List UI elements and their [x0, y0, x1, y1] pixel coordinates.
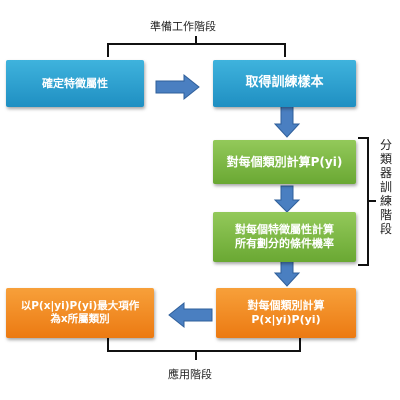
determine-features-text: 確定特徵屬性: [42, 76, 108, 90]
calc-pyi-node: 對每個類別計算P(yi): [213, 140, 356, 184]
prep-phase-label: 準備工作階段: [150, 20, 216, 33]
arrow-right-icon: [155, 73, 200, 101]
arrow-left-icon: [168, 301, 213, 329]
training-phase-bracket: [358, 137, 369, 266]
result-text: 以P(x|yi)P(yi)最大項作 為x所屬類別: [20, 299, 140, 325]
result-node: 以P(x|yi)P(yi)最大項作 為x所屬類別: [6, 288, 154, 338]
arrow-down-icon: [273, 259, 301, 287]
calc-pxyi-node: 對每個類別計算 P(x|yi)P(yi): [216, 288, 356, 338]
calc-cond-prob-text: 對每個特徵屬性計算 所有劃分的條件機率: [235, 223, 334, 250]
get-samples-text: 取得訓練樣本: [245, 75, 324, 91]
get-samples-node: 取得訓練樣本: [213, 60, 356, 107]
arrow-down-icon: [273, 185, 301, 213]
arrow-down-icon: [273, 105, 301, 138]
calc-pxyi-text: 對每個類別計算 P(x|yi)P(yi): [247, 299, 325, 326]
application-phase-bracket: [107, 338, 301, 352]
application-phase-label: 應用階段: [168, 368, 212, 381]
determine-features-node: 確定特徵屬性: [6, 60, 144, 107]
training-phase-label: 分類器訓練階段: [380, 138, 393, 236]
calc-pyi-text: 對每個類別計算P(yi): [226, 154, 343, 169]
calc-cond-prob-node: 對每個特徵屬性計算 所有劃分的條件機率: [213, 212, 356, 262]
prep-phase-bracket: [107, 43, 286, 57]
